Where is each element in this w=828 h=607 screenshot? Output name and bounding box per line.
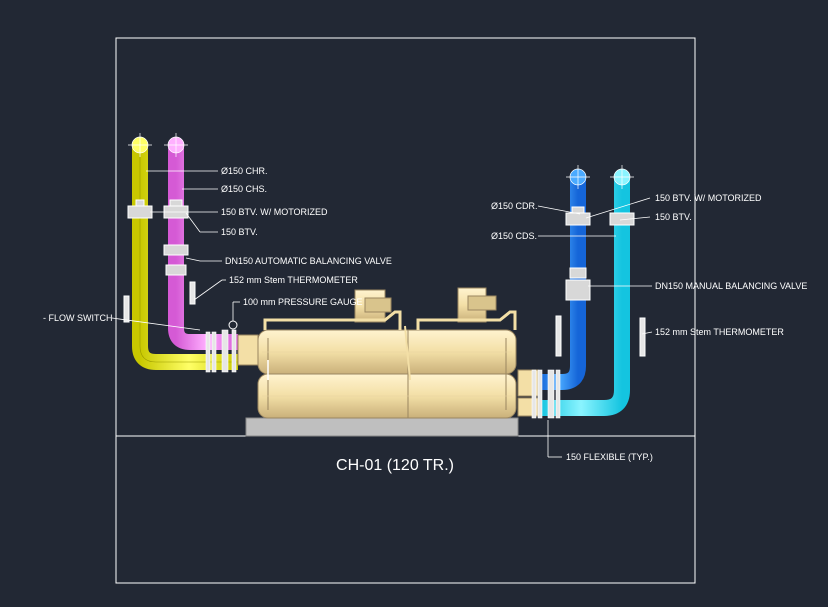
chr-butterfly-valve <box>127 199 153 219</box>
label-auto-balancing-valve: DN150 AUTOMATIC BALANCING VALVE <box>225 256 392 266</box>
cdr-pipe <box>540 180 586 390</box>
label-btv-left: 150 BTV. <box>221 227 258 237</box>
chs-pipe <box>168 148 238 350</box>
drawing-title: CH-01 (120 TR.) <box>336 457 454 474</box>
left-flanges <box>205 320 259 373</box>
right-thermometers <box>555 315 646 357</box>
right-flexibles <box>517 369 561 419</box>
left-leaders <box>111 170 240 331</box>
label-chr: Ø150 CHR. <box>221 166 268 176</box>
chiller-base <box>245 417 519 437</box>
label-btv-motorized-right: 150 BTV. W/ MOTORIZED <box>655 193 762 203</box>
chs-motorized-valve <box>163 199 189 219</box>
label-thermometer-right: 152 mm Stem THERMOMETER <box>655 327 784 337</box>
drawing-frame <box>115 37 696 584</box>
label-btv-motorized-left: 150 BTV. W/ MOTORIZED <box>221 207 328 217</box>
label-cds: Ø150 CDS. <box>491 231 537 241</box>
label-btv-right: 150 BTV. <box>655 212 692 222</box>
label-chs: Ø150 CHS. <box>221 184 267 194</box>
chiller-unit <box>257 287 517 419</box>
label-manual-balancing-valve: DN150 MANUAL BALANCING VALVE <box>655 281 807 291</box>
cdr-motorized-valve <box>565 206 591 226</box>
label-thermometer-left: 152 mm Stem THERMOMETER <box>229 275 358 285</box>
right-leaders <box>537 197 653 458</box>
manual-balancing-valve <box>565 267 591 301</box>
label-flexible: 150 FLEXIBLE (TYP.) <box>566 452 653 462</box>
auto-balancing-valve <box>163 244 189 276</box>
cds-pipe <box>540 180 630 416</box>
label-cdr: Ø150 CDR. <box>491 201 538 211</box>
label-pressure-gauge: 100 mm PRESSURE GAUGE <box>243 297 363 307</box>
left-thermometers <box>123 281 196 323</box>
label-flow-switch: - FLOW SWITCH <box>43 313 113 323</box>
